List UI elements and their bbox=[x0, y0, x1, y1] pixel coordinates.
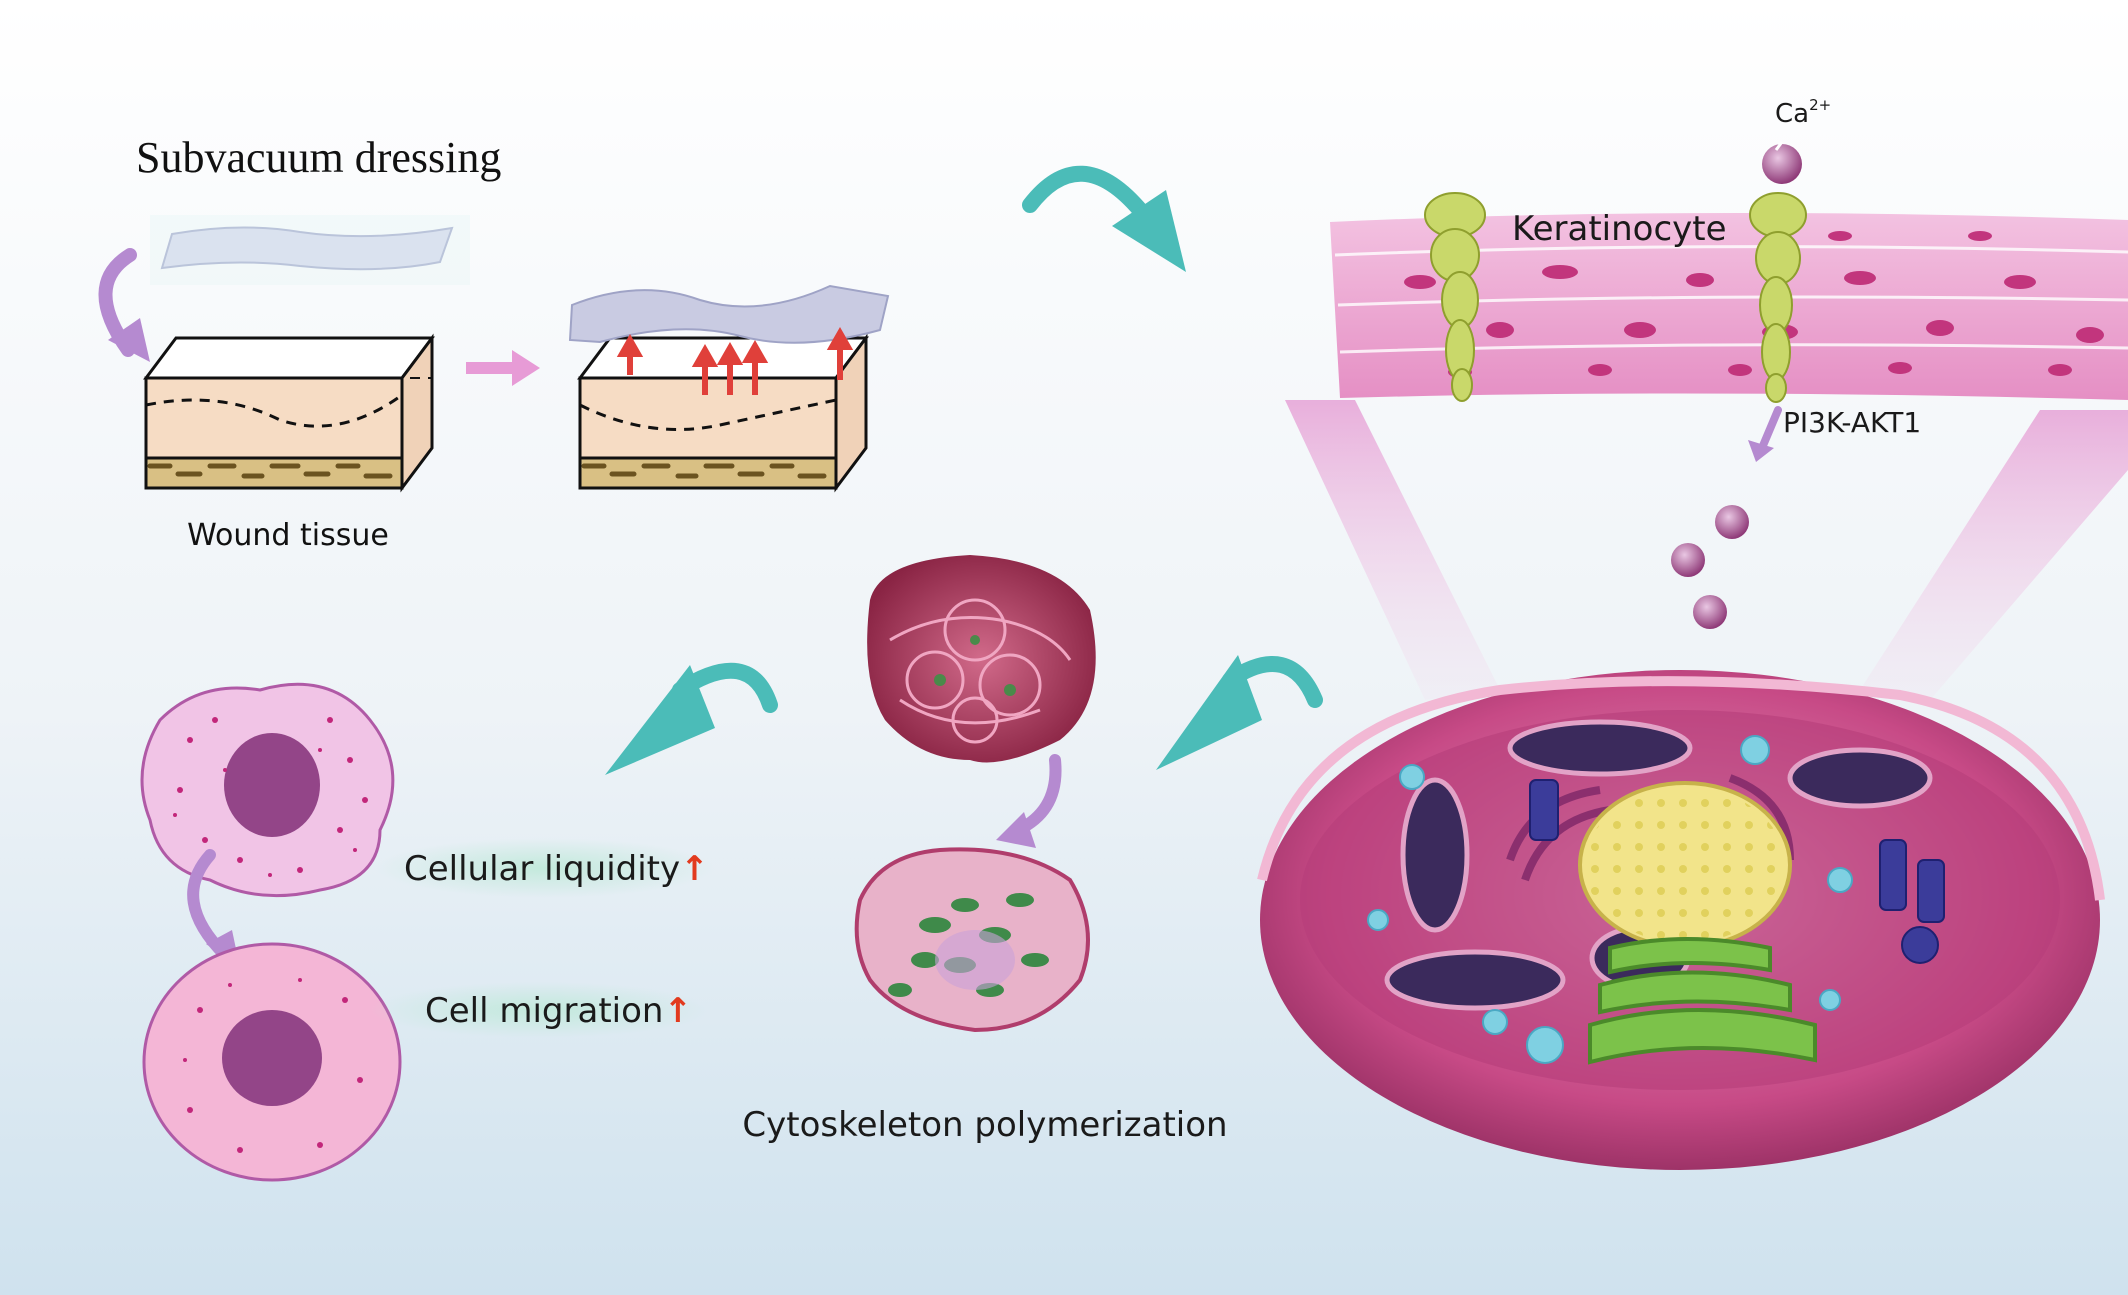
calcium-ion bbox=[1762, 144, 1802, 184]
calcium-ion-label: Ca2+ bbox=[1775, 96, 1831, 129]
increase-arrow-liquidity: ↑ bbox=[680, 849, 709, 889]
zoom-beam bbox=[1285, 400, 1500, 700]
flow-arrow-to-cells-head bbox=[605, 665, 715, 775]
keratinocyte-membrane bbox=[1330, 212, 2128, 400]
increase-arrow-migration: ↑ bbox=[663, 991, 692, 1031]
wound-tissue-label: Wound tissue bbox=[187, 518, 389, 553]
pathway-label: PI3K-AKT1 bbox=[1783, 406, 1921, 439]
wound-tissue-block bbox=[143, 333, 435, 493]
flow-arrow-to-cytoskeleton-head bbox=[1156, 655, 1262, 770]
cytoskeleton-structure-bottom bbox=[854, 847, 1090, 1033]
flow-arrow-to-keratinocyte bbox=[1022, 165, 1148, 218]
cell-before-nucleus bbox=[224, 733, 320, 837]
dressing-sheet bbox=[150, 215, 470, 285]
keratinocyte-label: Keratinocyte bbox=[1512, 209, 1727, 249]
pathway-arrow-head bbox=[1748, 440, 1774, 462]
cell-before bbox=[140, 682, 395, 898]
subvacuum-dressing-title: Subvacuum dressing bbox=[136, 133, 501, 182]
cytoskeleton-label: Cytoskeleton polymerization bbox=[742, 1105, 1227, 1145]
flow-arrow-apply-head bbox=[512, 350, 540, 386]
flow-arrow-polymerize-head bbox=[996, 812, 1036, 848]
calcium-ions-influx bbox=[1671, 505, 1749, 629]
cellular-liquidity-label: Cellular liquidity↑ bbox=[404, 849, 709, 889]
flow-arrow-to-keratinocyte-head bbox=[1112, 190, 1186, 272]
cell-migration-label: Cell migration↑ bbox=[425, 991, 692, 1031]
wound-tissue-with-dressing bbox=[568, 284, 890, 493]
cell-cross-section bbox=[1257, 670, 2105, 1170]
ion-channel-right bbox=[1749, 192, 1807, 403]
calcium-ion-highlight bbox=[1774, 141, 1784, 151]
migration-glow bbox=[370, 982, 710, 1038]
zoom-beam-right bbox=[1860, 410, 2128, 700]
flow-arrow-dressing-down-head bbox=[108, 318, 150, 362]
flow-arrow-apply bbox=[466, 362, 516, 374]
cell-after-nucleus bbox=[222, 1010, 322, 1106]
cytoskeleton-structure-top bbox=[867, 555, 1096, 763]
liquidity-glow bbox=[375, 838, 715, 898]
ion-channel-left bbox=[1424, 192, 1486, 402]
pathway-arrow bbox=[1758, 406, 1782, 452]
cell-after bbox=[142, 942, 402, 1182]
